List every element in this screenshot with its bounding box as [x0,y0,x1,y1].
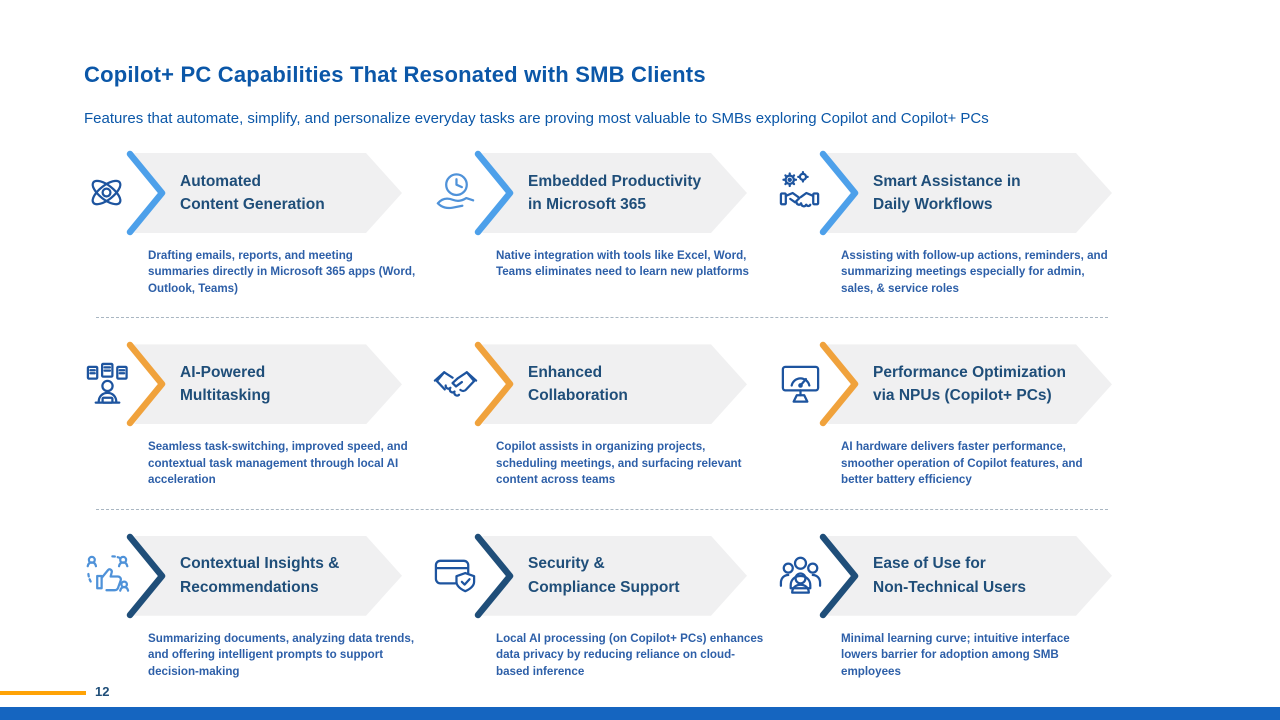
card-title-banner: Embedded Productivity in Microsoft 365 [482,153,747,233]
card-description: Seamless task-switching, improved speed,… [148,440,408,487]
card-title-line: Embedded Productivity [528,172,702,190]
chevron-decoration [126,533,166,618]
card-title-line: Collaboration [528,387,628,405]
card-description: Assisting with follow-up actions, remind… [841,249,1108,295]
card-enhanced-collaboration: Enhanced Collaboration Copilot assists i… [432,342,777,488]
page-subtitle: Features that automate, simplify, and pe… [84,110,989,127]
atom-icon [84,170,134,217]
card-automated-content-generation: Automated Content Generation Drafting em… [84,150,432,297]
card-title-line: Performance Optimization [873,364,1066,382]
page-number: 12 [95,684,110,699]
card-title-line: via NPUs (Copilot+ PCs) [873,387,1052,405]
capability-row-1: Automated Content Generation Drafting em… [84,150,1112,297]
chevron-decoration [126,342,166,427]
chevron-decoration [819,150,859,236]
chevron-decoration [474,342,514,427]
chevron-decoration [126,150,166,236]
card-ai-multitasking: AI-Powered Multitasking Seamless task-sw… [84,342,432,488]
slide-content: Copilot+ PC Capabilities That Resonated … [84,62,1112,680]
card-description: Drafting emails, reports, and meeting su… [148,249,416,295]
card-description: Summarizing documents, analyzing data tr… [148,631,415,678]
capability-grid: Automated Content Generation Drafting em… [84,150,1112,680]
card-ease-of-use: Ease of Use for Non-Technical Users Mini… [777,533,1112,680]
row-separator [96,508,1108,510]
card-title-line: Daily Workflows [873,196,993,213]
card-embedded-productivity: Embedded Productivity in Microsoft 365 N… [432,150,777,297]
chevron-decoration [819,533,859,618]
time-savings-hand-clock-icon [432,170,482,217]
card-shield-check-icon [432,552,482,599]
card-performance-optimization: Performance Optimization via NPUs (Copil… [777,342,1112,488]
card-title-line: Contextual Insights & [180,555,340,573]
card-title-line: Security & [528,555,605,573]
card-title-line: Smart Assistance in [873,172,1021,190]
card-title-banner: AI-Powered Multitasking [134,344,402,424]
row-separator [96,317,1108,319]
footer-accent-bar [0,691,86,695]
card-description: Native integration with tools like Excel… [496,249,749,279]
card-contextual-insights: Contextual Insights & Recommendations Su… [84,533,432,680]
card-title-line: Enhanced [528,364,603,382]
card-title-line: AI-Powered [180,364,266,382]
page-title: Copilot+ PC Capabilities That Resonated … [84,62,706,87]
card-description: Minimal learning curve; intuitive interf… [841,631,1070,678]
card-title-line: Multitasking [180,387,271,405]
card-smart-assistance: Smart Assistance in Daily Workflows Assi… [777,150,1112,297]
chevron-decoration [474,533,514,618]
card-title-banner: Performance Optimization via NPUs (Copil… [827,344,1112,424]
user-group-icon [777,552,827,599]
card-title-banner: Enhanced Collaboration [482,344,747,424]
card-title-line: Content Generation [180,196,325,213]
thumbs-up-people-icon [84,552,134,599]
card-title-banner: Contextual Insights & Recommendations [134,536,402,616]
card-security-compliance: Security & Compliance Support Local AI p… [432,533,777,680]
gears-handshake-icon [777,170,827,217]
card-description: Local AI processing (on Copilot+ PCs) en… [496,631,764,678]
card-title-line: in Microsoft 365 [528,196,646,213]
card-title-banner: Ease of Use for Non-Technical Users [827,536,1112,616]
card-title-banner: Smart Assistance in Daily Workflows [827,153,1112,233]
footer-band [0,707,1280,720]
card-title-banner: Security & Compliance Support [482,536,747,616]
handshake-icon [432,361,482,408]
card-title-line: Recommendations [180,578,319,596]
card-title-banner: Automated Content Generation [134,153,402,233]
card-title-line: Ease of Use for [873,555,986,573]
card-title-line: Compliance Support [528,578,680,596]
card-description: AI hardware delivers faster performance,… [841,440,1083,487]
capability-row-3: Contextual Insights & Recommendations Su… [84,533,1112,680]
monitor-gauge-icon [777,361,827,408]
chevron-decoration [819,342,859,427]
card-description: Copilot assists in organizing projects, … [496,440,742,487]
chevron-decoration [474,150,514,236]
card-title-line: Non-Technical Users [873,578,1027,596]
card-title-line: Automated [180,172,261,190]
person-multiscreen-icon [84,361,134,408]
capability-row-2: AI-Powered Multitasking Seamless task-sw… [84,342,1112,488]
